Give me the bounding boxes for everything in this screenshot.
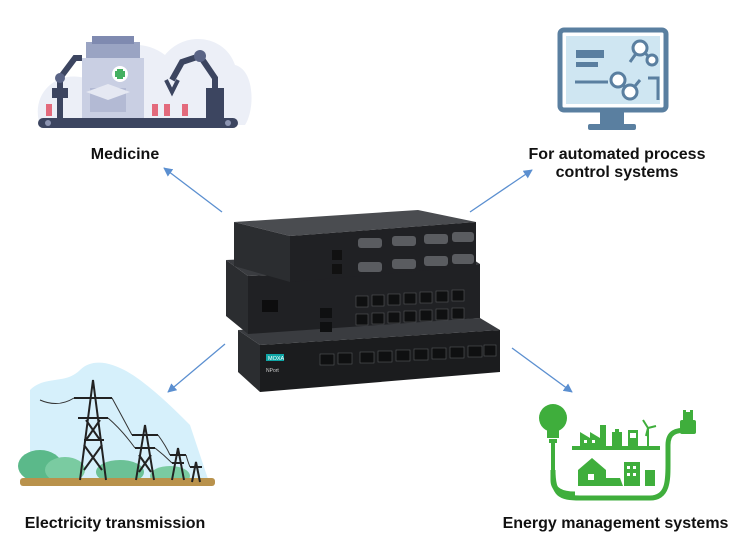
caption-process-control: For automated process control systems — [512, 146, 722, 182]
arrow-to-energy — [511, 347, 573, 393]
caption-process-line2: control systems — [555, 164, 679, 181]
arrow-to-process-control — [469, 169, 533, 213]
device-product-label: NPort — [266, 368, 279, 374]
arrow-to-electricity — [167, 343, 226, 393]
caption-process-line1: For automated process — [528, 146, 706, 163]
device-brand-label: MOXA — [268, 356, 285, 362]
caption-medicine: Medicine — [90, 146, 160, 163]
caption-electricity: Electricity transmission — [24, 515, 206, 532]
arrow-to-medicine — [163, 167, 223, 213]
caption-energy: Energy management systems — [502, 515, 729, 532]
